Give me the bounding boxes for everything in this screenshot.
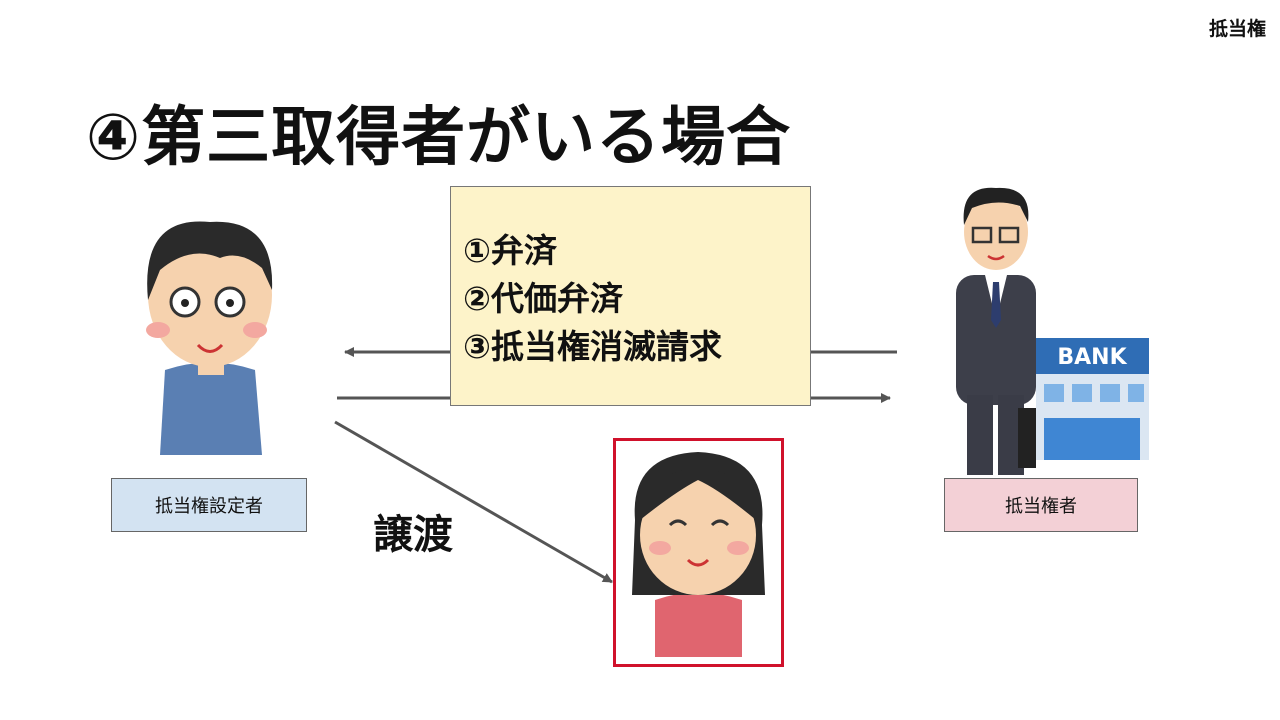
third-acquirer-illustration bbox=[632, 452, 765, 657]
setter-illustration bbox=[146, 221, 273, 455]
remedy-item: ②代価弁済 bbox=[463, 279, 623, 318]
bank-sign-text: BANK bbox=[1057, 345, 1127, 370]
remedies-box: ①弁済 ②代価弁済 ③抵当権消滅請求 bbox=[450, 186, 811, 406]
mortgagee-label: 抵当権者 bbox=[944, 478, 1138, 532]
third-acquirer-highlight-frame bbox=[613, 438, 784, 667]
slide-title: ④第三取得者がいる場合 bbox=[86, 101, 792, 175]
topic-label: 抵当権 bbox=[1208, 18, 1266, 40]
bank-illustration: BANK bbox=[1036, 338, 1149, 460]
remedy-item: ①弁済 bbox=[463, 231, 557, 270]
setter-label: 抵当権設定者 bbox=[111, 478, 307, 532]
mortgagee-illustration bbox=[956, 187, 1036, 475]
arrow-transfer bbox=[334, 420, 613, 584]
remedy-item: ③抵当権消滅請求 bbox=[463, 327, 722, 366]
transfer-label: 譲渡 bbox=[373, 512, 453, 558]
